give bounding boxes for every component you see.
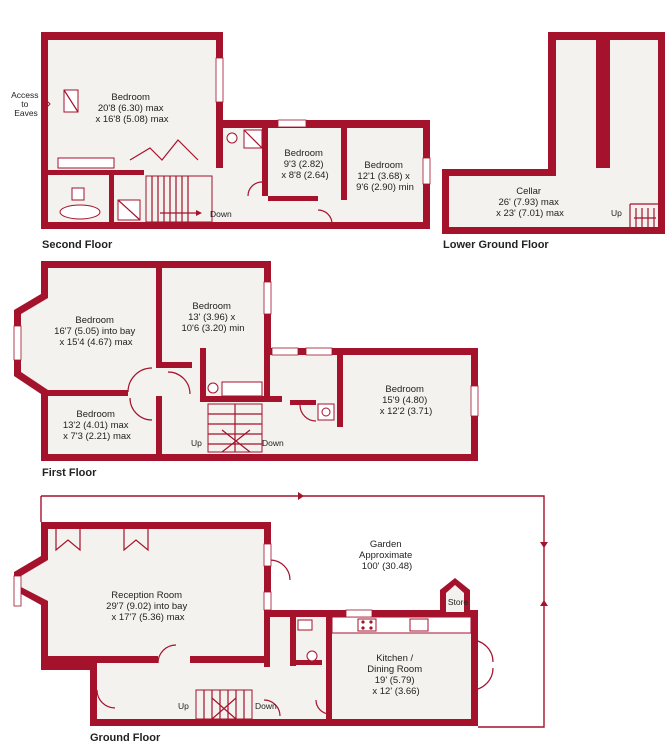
store-label: Store (448, 597, 469, 607)
cellar-stairs (629, 203, 658, 227)
first-bedroom-c-label: Bedroom 13'2 (4.01) max x 7'3 (2.21) max (63, 409, 131, 442)
second-bedroom-b-label: Bedroom 9'3 (2.82) x 8'8 (2.64) (281, 148, 328, 181)
cellar-label: Cellar 26' (7.93) max x 23' (7.01) max (496, 186, 564, 219)
first-stairs-up-label: Up (191, 438, 202, 448)
second-floor-plan (41, 32, 431, 229)
first-bedroom-b-label: Bedroom 13' (3.96) x 10'6 (3.20) min (181, 301, 244, 334)
first-stairs-down-label: Down (262, 438, 284, 448)
lower-ground-floor-plan (442, 32, 665, 234)
access-eaves-label: Access to Eaves (11, 90, 41, 118)
ground-floor-title: Ground Floor (90, 732, 161, 744)
ground-floor-stairs (195, 689, 253, 720)
second-bedroom-c-label: Bedroom 12'1 (3.68) x 9'6 (2.90) min (356, 160, 414, 193)
reception-room-label: Reception Room 29'7 (9.02) into bay x 17… (106, 590, 190, 623)
ground-floor-plan (13, 492, 548, 728)
first-floor-plan (13, 261, 479, 461)
second-floor-title: Second Floor (42, 239, 113, 251)
first-bedroom-d-label: Bedroom 15'9 (4.80) x 12'2 (3.71) (380, 384, 433, 417)
first-floor-title: First Floor (42, 467, 97, 479)
kitchen-label: Kitchen / Dining Room 19' (5.79) x 12' (… (367, 653, 425, 697)
ground-stairs-down-label: Down (255, 701, 277, 711)
ground-stairs-up-label: Up (178, 701, 189, 711)
first-bedroom-a-label: Bedroom 16'7 (5.05) into bay x 15'4 (4.6… (54, 315, 138, 348)
garden-label: Garden Approximate 100' (30.48) (359, 539, 415, 572)
second-bedroom-a-label: Bedroom 20'8 (6.30) max x 16'8 (5.08) ma… (95, 92, 168, 125)
cellar-stairs-up-label: Up (611, 208, 622, 218)
second-floor-stairs (145, 175, 213, 223)
lower-ground-floor-title: Lower Ground Floor (443, 239, 549, 251)
first-floor-stairs (207, 403, 263, 453)
second-stairs-down-label: Down (210, 209, 232, 219)
access-arrow-icon (43, 96, 51, 112)
